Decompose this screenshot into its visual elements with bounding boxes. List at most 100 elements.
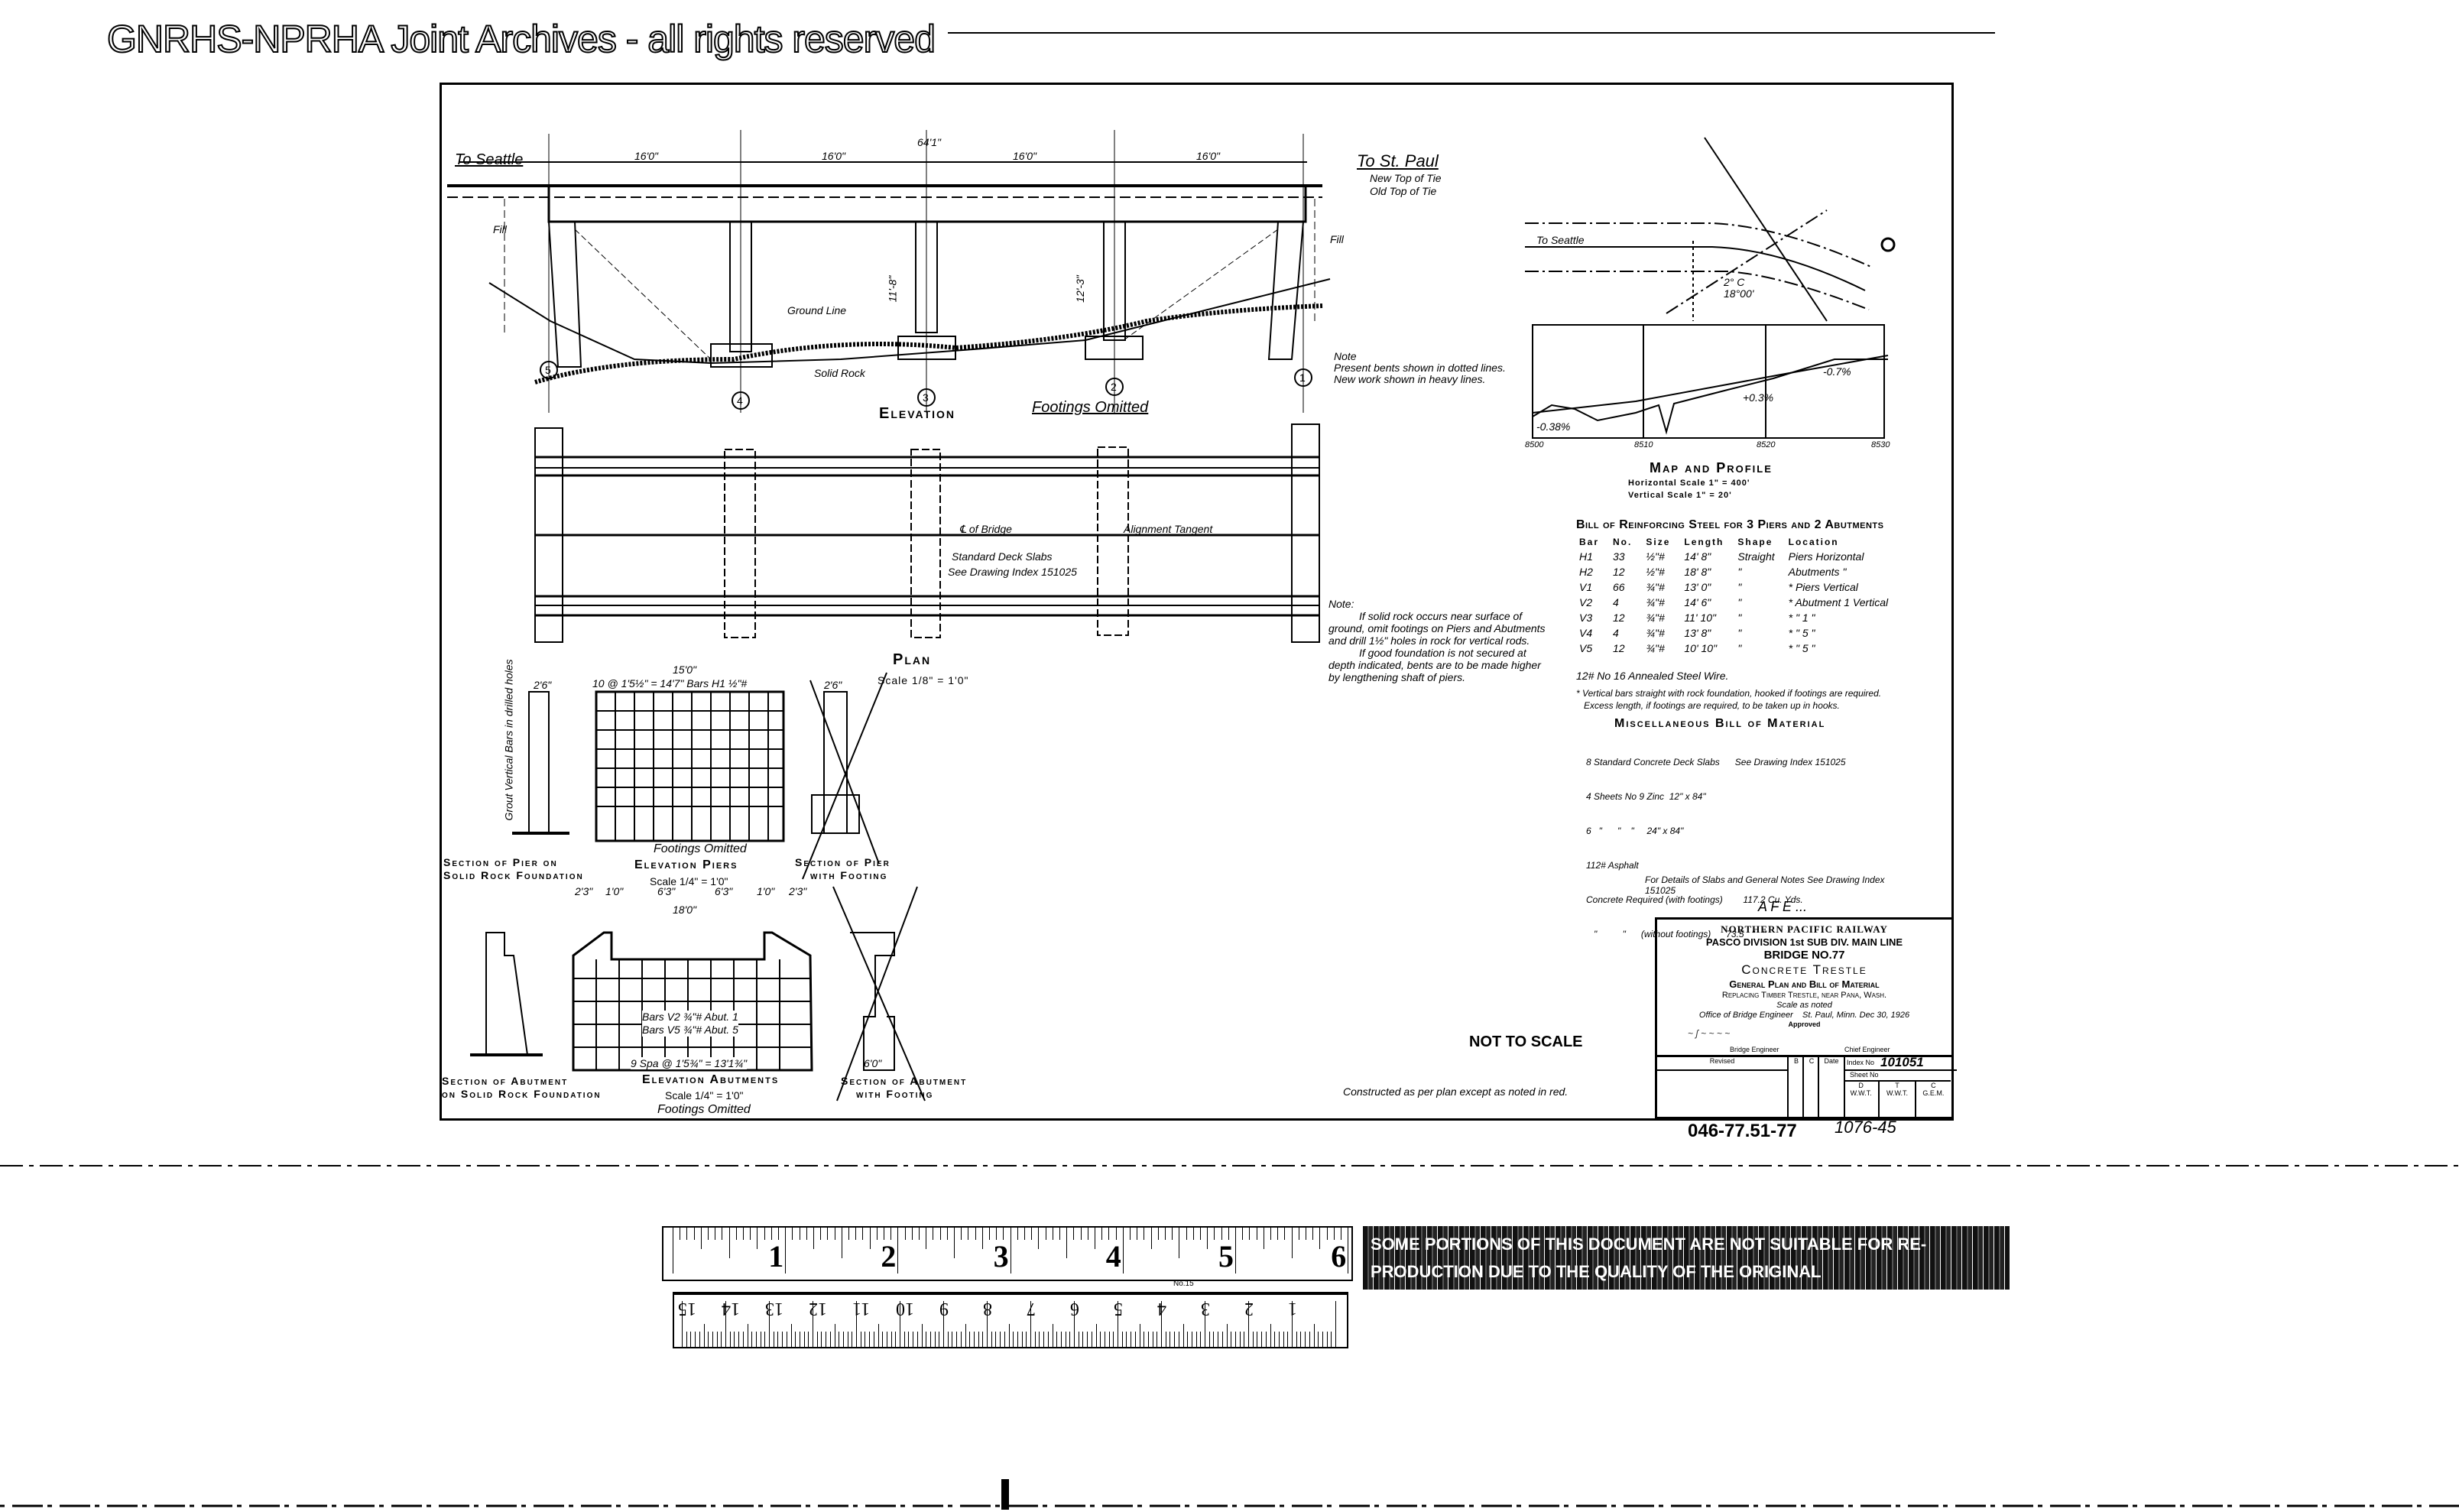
ruler-tick (813, 1228, 814, 1249)
ruler-tick (1300, 1332, 1302, 1347)
abutment-dimension: 6'3" (657, 885, 676, 897)
ruler-tick (1207, 1228, 1208, 1249)
misc-bill-line: 6 " " " 24" x 84" (1586, 826, 1684, 836)
ruler-tick (1017, 1332, 1018, 1347)
ruler-tick (820, 1228, 822, 1240)
ruler-tick (821, 1332, 822, 1347)
replacing-note: Replacing Timber Trestle, near Pana, Was… (1721, 991, 1887, 1000)
bill-steel-cell: 4 (1613, 596, 1619, 608)
ruler-tick (1248, 1301, 1249, 1347)
ruler-tick (778, 1228, 779, 1240)
span-dimension: 16'0" (634, 150, 659, 162)
ruler-cm-label: 4 (1157, 1299, 1166, 1319)
ruler-tick (725, 1301, 726, 1347)
bill-steel-wire: 12# No 16 Annealed Steel Wire. (1576, 670, 1729, 682)
bill-steel-cell: 66 (1613, 581, 1625, 593)
ruler-tick (1214, 1228, 1215, 1240)
ruler-tick (792, 1228, 793, 1240)
alignment-tangent-label: Alignment Tangent (1124, 523, 1213, 535)
ruler-tick (954, 1228, 955, 1258)
pier-width-dimension: 15'0" (673, 664, 697, 676)
ruler-cm-label: 12 (809, 1299, 827, 1319)
revision-col-b: B (1787, 1057, 1804, 1117)
abutment-dimension: 1'0" (757, 885, 775, 897)
bill-steel-cell: V3 (1579, 612, 1593, 624)
ruler-tick (973, 1332, 975, 1347)
ruler-tick (996, 1228, 998, 1240)
ruler-tick (1226, 1324, 1228, 1347)
total-length-dimension: 64'1" (917, 136, 942, 148)
ruler-tick (808, 1332, 809, 1347)
bill-steel-cell: ½"# (1646, 550, 1665, 563)
ruler-tick (1031, 1228, 1033, 1240)
ruler-tick (1195, 1332, 1197, 1347)
bill-steel-cell: Abutments " (1788, 566, 1847, 578)
ruler-tick (897, 1228, 899, 1274)
ruler-tick (1239, 1332, 1241, 1347)
ruler-tick (700, 1228, 702, 1249)
ruler-tick (1265, 1332, 1267, 1347)
ruler-tick (1313, 1324, 1315, 1347)
misc-bill-line: 4 Sheets No 9 Zinc 12" x 84" (1586, 791, 1706, 802)
ruler-tick (1147, 1332, 1149, 1347)
ruler-tick (829, 1332, 831, 1347)
place-date: St. Paul, Minn. Dec 30, 1926 (1802, 1011, 1910, 1020)
ruler-tick (699, 1332, 700, 1347)
bill-steel-cell: V4 (1579, 627, 1593, 639)
ruler-tick (943, 1301, 944, 1347)
ruler-tick (738, 1332, 740, 1347)
bill-steel-cell: " (1737, 612, 1742, 624)
bill-steel-footnote: Excess length, if footings are required,… (1584, 700, 1840, 711)
ruler-tick (777, 1332, 779, 1347)
span-dimension: 16'0" (1196, 150, 1221, 162)
bill-steel-cell: " (1737, 566, 1742, 578)
abutment-elevation-scale: Scale 1/4" = 1'0" (665, 1089, 744, 1102)
ruler-tick (1013, 1332, 1014, 1347)
bill-steel-cell: H1 (1579, 550, 1593, 563)
ruler-tick (1312, 1228, 1314, 1240)
ruler-tick (1221, 1332, 1223, 1347)
footings-omitted-label: Footings Omitted (1032, 399, 1149, 416)
ruler-tick (764, 1332, 766, 1347)
ruler-tick (1169, 1332, 1171, 1347)
ruler-tick (1034, 1332, 1036, 1347)
pier-footing-section-width: 2'6" (824, 679, 842, 691)
map-to-seattle: To Seattle (1536, 234, 1585, 246)
bridge-type: Concrete Trestle (1741, 962, 1867, 977)
foundation-note: Note: If solid rock occurs near surface … (1328, 598, 1546, 683)
profile-grade: -0.7% (1823, 365, 1851, 378)
abutment-footings-omitted: Footings Omitted (657, 1103, 751, 1116)
ruler-tick (785, 1228, 787, 1274)
ruler-tick (1101, 1228, 1103, 1240)
ruler-tick (708, 1228, 709, 1240)
bill-steel-cell: Piers Horizontal (1788, 550, 1864, 563)
ruler-tick (751, 1332, 753, 1347)
ruler-tick (921, 1324, 923, 1347)
office-name: Office of Bridge Engineer (1698, 1011, 1793, 1020)
ruler-tick (1165, 1228, 1166, 1240)
ground-line-label: Ground Line (787, 304, 847, 316)
column-header: Size (1646, 537, 1671, 547)
ruler-tick (1200, 1332, 1202, 1347)
bill-steel-cell: " (1737, 596, 1742, 608)
ruler-tick (750, 1228, 751, 1240)
misc-bill-title: Miscellaneous Bill of Material (1614, 717, 1826, 730)
approved-label: Approved (1788, 1020, 1821, 1028)
bill-steel-cell: 10' 10" (1684, 642, 1718, 654)
ruler-tick (991, 1332, 992, 1347)
revision-col-c: C (1802, 1057, 1819, 1117)
pier-bar-spacing: 10 @ 1'5½" = 14'7" Bars H1 ½"# (592, 677, 748, 689)
ruler-tick (1252, 1332, 1254, 1347)
ruler-tick (1278, 1332, 1280, 1347)
ruler-inch-label: 1 (768, 1239, 784, 1274)
drawing-number: 046-77.51-77 (1688, 1121, 1797, 1141)
ruler-tick (734, 1332, 735, 1347)
